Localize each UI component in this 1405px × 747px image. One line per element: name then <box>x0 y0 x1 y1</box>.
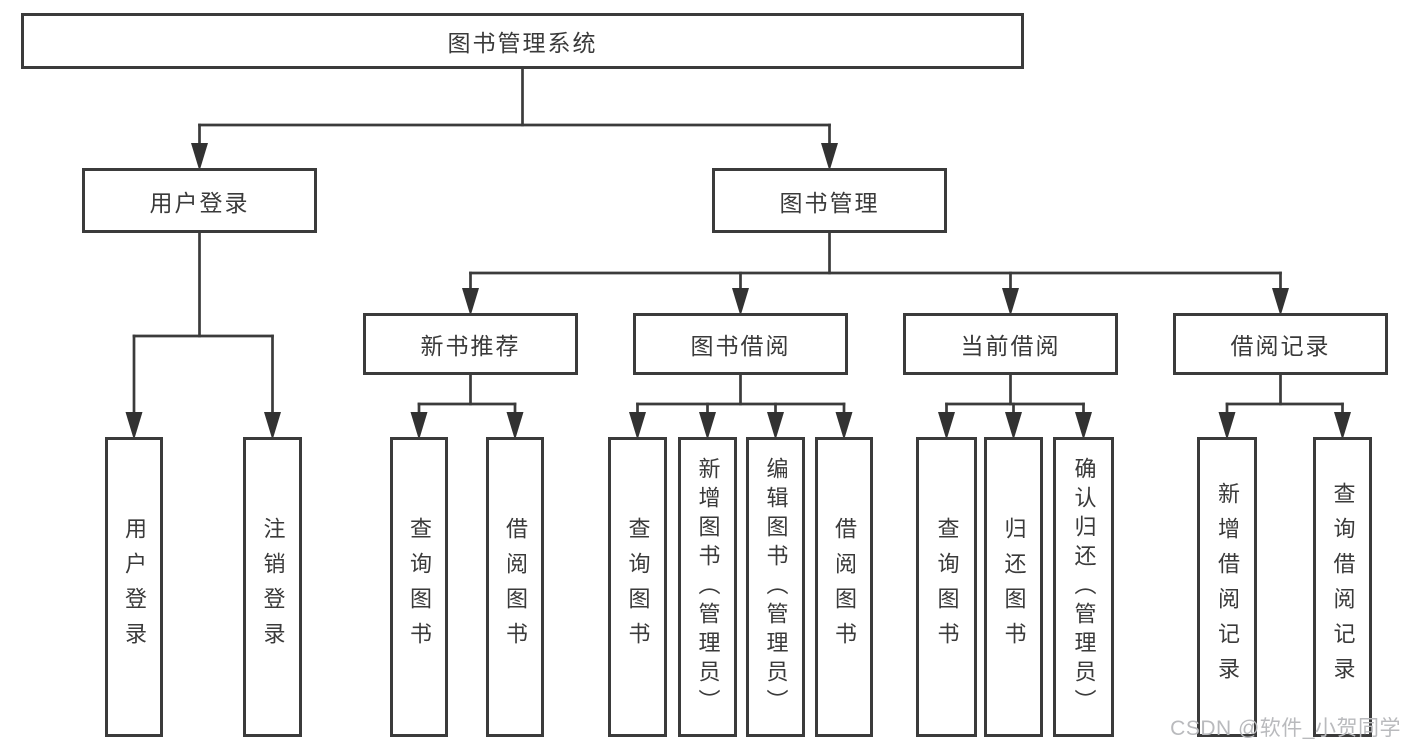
arrowhead-icon <box>264 412 281 440</box>
node-bb-query: 查询图书 <box>608 437 667 737</box>
node-label: 图书管理系统 <box>447 30 598 56</box>
node-bb-edit: 编辑图书（管理员） <box>746 437 805 737</box>
node-logout: 注销登录 <box>243 437 302 737</box>
arrowhead-icon <box>732 288 749 316</box>
arrowhead-icon <box>506 412 524 440</box>
arrowhead-icon <box>699 412 716 440</box>
node-login: 用户登录 <box>105 437 163 737</box>
node-nb-query: 查询图书 <box>390 437 448 737</box>
node-cb-query: 查询图书 <box>916 437 977 737</box>
arrowhead-icon <box>125 412 143 440</box>
node-nb-borrow: 借阅图书 <box>486 437 544 737</box>
node-book-borrow: 图书借阅 <box>633 313 848 375</box>
node-bb-add: 新增图书（管理员） <box>678 437 737 737</box>
node-label: 借阅图书 <box>832 517 857 657</box>
arrowhead-icon <box>462 288 479 316</box>
arrowhead-icon <box>191 143 208 171</box>
node-br-query: 查询借阅记录 <box>1313 437 1372 737</box>
node-new-books: 新书推荐 <box>363 313 578 375</box>
arrowhead-icon <box>1075 412 1092 440</box>
node-label: 确认归还（管理员） <box>1071 456 1097 718</box>
watermark: CSDN @软件_小贺同学 <box>1170 717 1401 740</box>
arrowhead-icon <box>767 412 784 440</box>
node-label: 新增图书（管理员） <box>695 456 721 718</box>
node-label: 查询图书 <box>625 517 651 657</box>
node-br-add: 新增借阅记录 <box>1197 437 1257 737</box>
node-user-login: 用户登录 <box>82 168 317 233</box>
node-label: 新书推荐 <box>420 333 521 359</box>
node-bb-borrow: 借阅图书 <box>815 437 873 737</box>
node-label: 归还图书 <box>1001 517 1027 657</box>
node-label: 注销登录 <box>260 517 286 657</box>
arrowhead-icon <box>821 143 838 171</box>
node-borrow-records: 借阅记录 <box>1173 313 1388 375</box>
arrowhead-icon <box>1005 412 1022 440</box>
node-label: 查询图书 <box>934 517 960 657</box>
node-label: 编辑图书（管理员） <box>763 456 789 718</box>
node-current-borrow: 当前借阅 <box>903 313 1118 375</box>
node-label: 用户登录 <box>149 189 250 216</box>
arrowhead-icon <box>1002 288 1019 316</box>
node-label: 用户登录 <box>122 517 147 657</box>
arrowhead-icon <box>1334 412 1351 440</box>
arrowhead-icon <box>629 412 646 440</box>
node-label: 借阅记录 <box>1230 333 1331 359</box>
node-label: 图书借阅 <box>690 333 791 359</box>
node-label: 查询借阅记录 <box>1330 482 1356 692</box>
node-label: 新增借阅记录 <box>1215 482 1240 692</box>
arrowhead-icon <box>938 412 955 440</box>
node-root: 图书管理系统 <box>21 13 1024 69</box>
node-label: 当前借阅 <box>960 333 1061 359</box>
node-label: 借阅图书 <box>503 517 528 657</box>
arrowhead-icon <box>1218 412 1236 440</box>
node-label: 查询图书 <box>407 517 432 657</box>
node-cb-return: 归还图书 <box>984 437 1043 737</box>
node-book-mgmt: 图书管理 <box>712 168 947 233</box>
arrowhead-icon <box>410 412 428 440</box>
node-cb-confirm: 确认归还（管理员） <box>1053 437 1114 737</box>
node-label: 图书管理 <box>779 189 880 216</box>
arrowhead-icon <box>835 412 853 440</box>
arrowhead-icon <box>1272 288 1289 316</box>
